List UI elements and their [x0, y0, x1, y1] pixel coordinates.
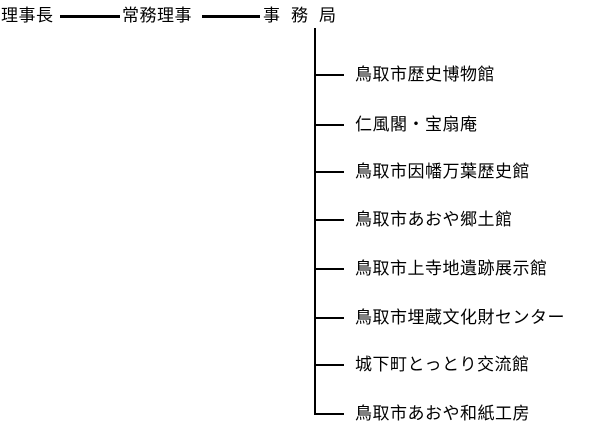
- connector-branch: [314, 124, 344, 126]
- node-branch: 仁風閣・宝扇庵: [355, 115, 478, 135]
- connector-branch: [314, 74, 344, 76]
- node-branch: 鳥取市埋蔵文化財センター: [355, 308, 565, 328]
- node-chairman: 理事長: [1, 6, 54, 26]
- node-branch: 鳥取市歴史博物館: [355, 65, 495, 85]
- node-secretariat: 事務局: [263, 6, 347, 26]
- connector-branch: [314, 171, 344, 173]
- connector-branch: [314, 413, 344, 415]
- node-executive-director: 常務理事: [122, 6, 192, 26]
- connector-branch: [314, 268, 344, 270]
- node-branch: 鳥取市あおや和紙工房: [355, 404, 530, 424]
- connector-trunk: [314, 28, 316, 415]
- connector-branch: [314, 219, 344, 221]
- node-branch: 鳥取市あおや郷土館: [355, 210, 513, 230]
- connector-branch: [314, 317, 344, 319]
- node-branch: 鳥取市上寺地遺跡展示館: [355, 259, 548, 279]
- connector-branch: [314, 364, 344, 366]
- connector-director-secretariat: [202, 15, 260, 18]
- node-branch: 鳥取市因幡万葉歴史館: [355, 162, 530, 182]
- node-branch: 城下町とっとり交流館: [355, 355, 530, 375]
- connector-chairman-director: [60, 15, 120, 18]
